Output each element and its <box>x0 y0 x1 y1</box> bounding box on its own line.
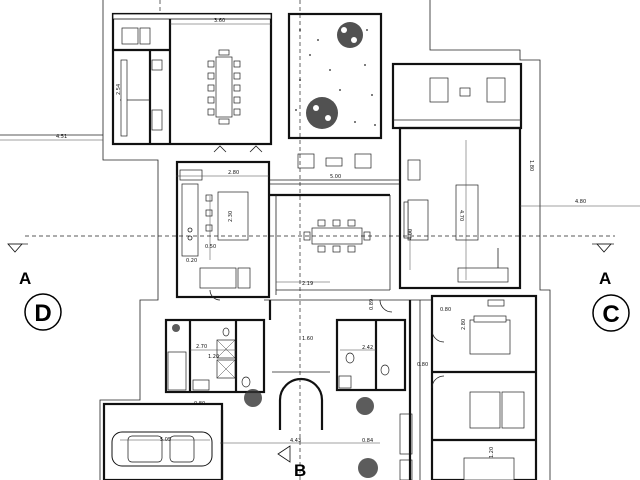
dim-label: 0.50 <box>205 244 216 250</box>
tree-icon <box>358 458 378 478</box>
elevation-label-c: C <box>602 301 619 328</box>
section-marker-left: A <box>7 243 31 288</box>
tree-icon <box>244 389 262 407</box>
dim-label: 5.05 <box>160 437 171 443</box>
dim-label: 1.20 <box>208 354 219 360</box>
corridors <box>209 289 432 480</box>
dim-label: 0.80 <box>194 401 205 407</box>
dim-label: 0.89 <box>369 299 375 310</box>
section-label-a-left: A <box>19 269 31 288</box>
section-marker-right: A <box>592 243 614 288</box>
central-bath <box>335 318 407 392</box>
dim-label: 0.20 <box>186 258 197 264</box>
car-icon <box>111 431 213 467</box>
section-marker-bottom: B <box>277 445 306 480</box>
entrance <box>172 324 378 478</box>
dim-label: 2.80 <box>461 319 467 330</box>
dim-label: 1.80 <box>528 160 534 171</box>
dimension-lines <box>0 23 640 444</box>
service-block <box>164 318 266 394</box>
garden-patio <box>287 12 383 140</box>
tree-icon <box>172 324 180 332</box>
kitchen <box>175 145 271 299</box>
dim-label: 2.80 <box>228 170 239 176</box>
dim-label: 0.84 <box>362 438 373 444</box>
elevation-label-d: D <box>34 300 51 327</box>
dim-label: 3.60 <box>214 18 225 24</box>
dim-label: 5.00 <box>330 174 341 180</box>
dim-label: 0.80 <box>440 307 451 313</box>
dimension-labels: 3.60 4.51 2.80 5.00 4.70 4.80 2.19 4.00 … <box>56 18 586 458</box>
terrace <box>391 62 523 130</box>
tree-icon <box>356 397 374 415</box>
dim-label: 1.20 <box>489 447 495 458</box>
dim-label: 1.60 <box>302 336 313 342</box>
dim-label: 2.54 <box>116 84 122 95</box>
section-label-b: B <box>294 461 306 480</box>
elevation-marker-d: D <box>24 293 62 331</box>
tree-icon <box>306 97 338 129</box>
section-lines <box>25 0 615 480</box>
elevation-marker-c: C <box>592 294 630 332</box>
dim-label: 4.70 <box>458 210 464 221</box>
site-outline <box>0 0 551 480</box>
dim-label: 4.00 <box>408 229 414 240</box>
dim-label: 2.30 <box>228 211 234 222</box>
top-left-block <box>111 12 273 146</box>
living-room <box>398 126 522 290</box>
dim-label: 4.51 <box>56 134 67 140</box>
dim-label: 4.80 <box>575 199 586 205</box>
dim-label: 2.19 <box>302 281 313 287</box>
dim-label: 4.43 <box>290 438 301 444</box>
tree-icon <box>337 22 363 48</box>
section-label-a-right: A <box>599 269 611 288</box>
bedrooms <box>399 294 538 480</box>
dim-label: 0.80 <box>417 362 428 368</box>
central-dining <box>270 193 391 295</box>
dim-label: 2.42 <box>362 345 373 351</box>
dim-label: 2.70 <box>196 344 207 350</box>
